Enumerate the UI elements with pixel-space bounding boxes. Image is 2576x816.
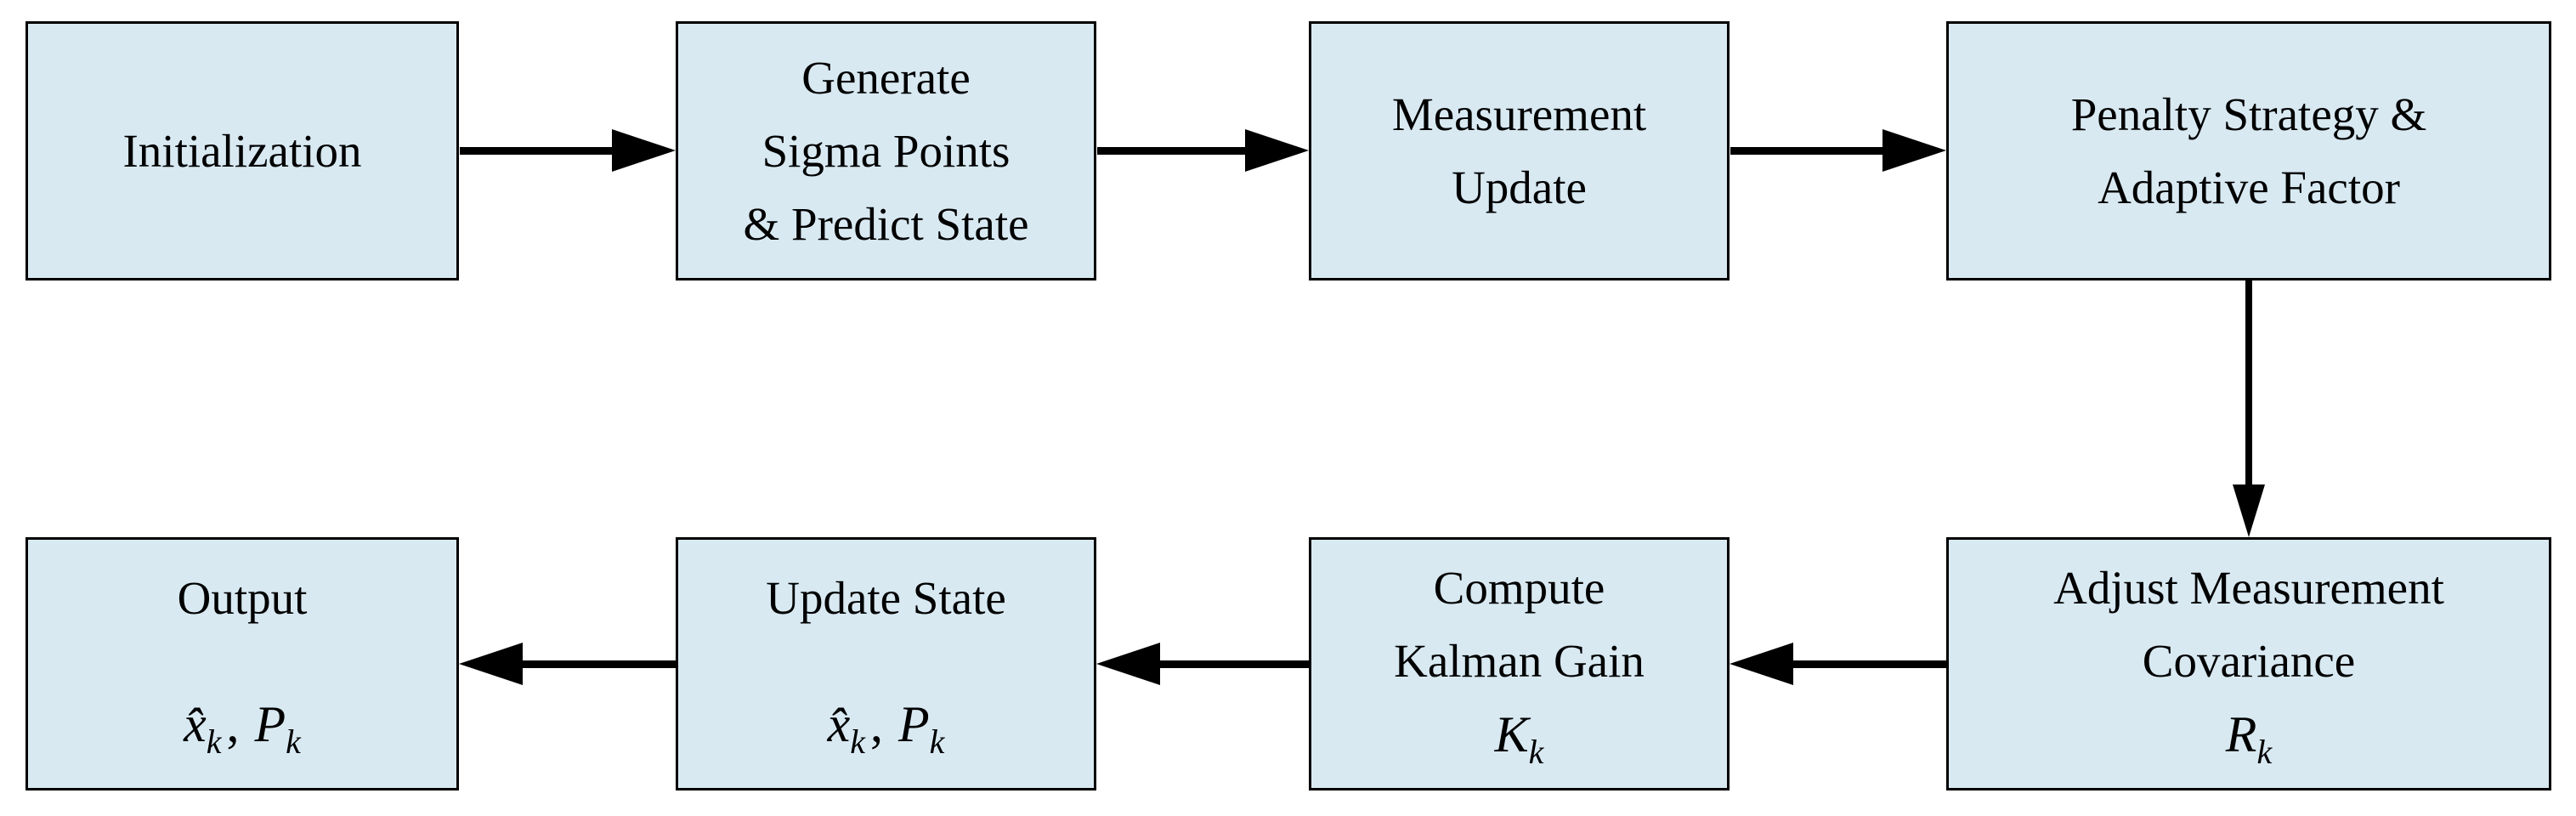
arrowhead-right-icon (1245, 129, 1309, 172)
box-label: Compute (1433, 561, 1605, 614)
math-subscript: k (2256, 732, 2273, 771)
box-label: Covariance (2142, 634, 2356, 687)
arrowhead-right-icon (1882, 129, 1946, 172)
math-comma: , (226, 695, 240, 752)
flowchart-box-measurement-update: Measurement Update (1309, 21, 1730, 280)
math-xhat-p: x̂k,Pk (184, 688, 301, 767)
box-label: Adjust Measurement (2053, 561, 2444, 614)
arrow-shaft (1097, 147, 1246, 155)
flowchart-box-compute-kalman-gain: Compute Kalman Gain Kk (1309, 537, 1730, 790)
math-k-k: Kk (1495, 698, 1544, 777)
box-label: Sigma Points (761, 124, 1011, 177)
math-subscript: k (286, 722, 301, 761)
arrowhead-left-icon (459, 643, 523, 685)
arrow-shaft (1730, 147, 1883, 155)
flowchart-box-output: Output x̂k,Pk (25, 537, 459, 790)
math-xhat-p: x̂k,Pk (828, 688, 945, 767)
box-label: Generate (801, 51, 971, 104)
math-base: x̂ (184, 695, 207, 752)
arrow-shaft (460, 147, 613, 155)
flowchart-box-update-state: Update State x̂k,Pk (676, 537, 1096, 790)
box-label: Update State (766, 571, 1006, 624)
box-label: Kalman Gain (1394, 634, 1645, 687)
arrow-shaft (1160, 660, 1309, 668)
math-base: R (2225, 706, 2257, 762)
box-label: Initialization (122, 124, 362, 177)
math-comma: , (869, 695, 883, 752)
arrow-shaft (523, 660, 676, 668)
arrowhead-right-icon (612, 129, 676, 172)
box-label: Adaptive Factor (2098, 161, 2400, 213)
math-base: K (1494, 706, 1529, 762)
math-subscript: k (850, 722, 865, 761)
math-r-k: Rk (2226, 698, 2272, 777)
math-base: x̂ (827, 695, 851, 752)
flowchart-box-initialization: Initialization (25, 21, 459, 280)
math-subscript: k (1528, 732, 1544, 771)
math-base: P (897, 695, 930, 752)
math-base: P (254, 695, 286, 752)
box-label: Output (177, 571, 308, 624)
math-subscript: k (206, 722, 222, 761)
flowchart-box-generate-sigma-points: Generate Sigma Points & Predict State (676, 21, 1096, 280)
box-label: Update (1452, 161, 1587, 213)
arrowhead-down-icon (2233, 484, 2265, 537)
arrow-shaft (1793, 660, 1946, 668)
arrowhead-left-icon (1730, 643, 1793, 685)
flowchart-box-adjust-measurement-covariance: Adjust Measurement Covariance Rk (1946, 537, 2551, 790)
math-subscript: k (929, 722, 945, 761)
arrowhead-left-icon (1096, 643, 1160, 685)
box-label: Penalty Strategy & (2070, 88, 2427, 140)
box-label: & Predict State (743, 197, 1029, 250)
box-label: Measurement (1391, 88, 1647, 140)
flowchart-box-penalty-adaptive-factor: Penalty Strategy & Adaptive Factor (1946, 21, 2551, 280)
arrow-shaft (2245, 280, 2252, 485)
